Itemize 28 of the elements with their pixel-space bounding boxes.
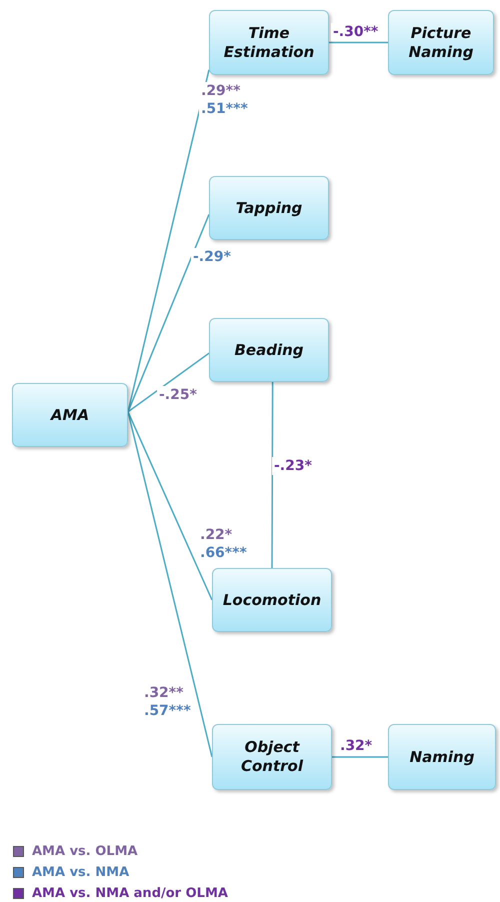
- correlation-label: .29** .51***: [199, 82, 250, 118]
- connector-line: [128, 352, 210, 412]
- box-label: Time Estimation: [222, 24, 316, 62]
- box-label: Object Control: [240, 738, 304, 776]
- legend-label: AMA vs. NMA and/or OLMA: [32, 886, 228, 901]
- measure-box: [388, 10, 494, 75]
- connector-line: [332, 756, 388, 758]
- connector-line: [127, 412, 213, 758]
- box-label: Locomotion: [222, 590, 322, 610]
- concept-box: [12, 383, 128, 447]
- measure-box: [388, 724, 496, 790]
- measure-box: [209, 10, 329, 75]
- measure-box: [209, 318, 329, 382]
- measure-box: [212, 568, 332, 632]
- measure-box: [209, 176, 329, 240]
- connector-line: [127, 214, 210, 412]
- connector-line: [271, 382, 274, 568]
- legend-label: AMA vs. OLMA: [32, 844, 138, 859]
- box-label: Picture Naming: [408, 24, 474, 62]
- correlation-label: -.23*: [272, 457, 314, 475]
- legend-label: AMA vs. NMA: [32, 865, 130, 880]
- box-label: Beading: [234, 340, 304, 360]
- connector-line: [127, 412, 213, 600]
- connector-line: [329, 42, 388, 44]
- measure-box: [212, 724, 332, 790]
- box-label: AMA: [50, 406, 90, 424]
- box-label: Naming: [410, 748, 474, 766]
- box-label: Tapping: [236, 198, 302, 218]
